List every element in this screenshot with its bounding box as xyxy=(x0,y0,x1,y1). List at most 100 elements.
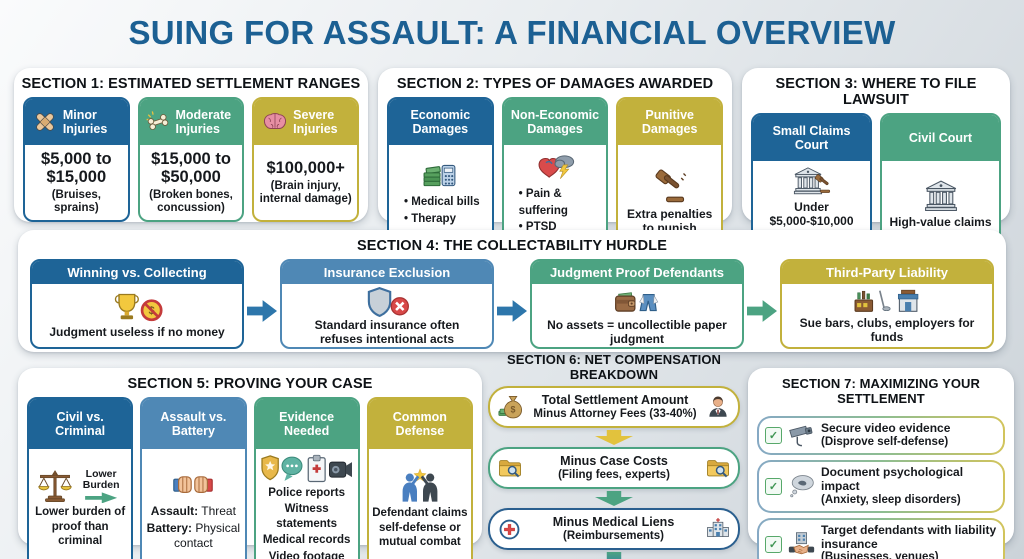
settlement-line2: Minus Attorney Fees (33-40%) xyxy=(533,407,697,420)
video-evidence-note: (Disprove self-defense) xyxy=(821,435,949,448)
moderate-injuries-header: Moderate Injuries xyxy=(139,99,243,145)
evidence-needed-card: Evidence Needed Police reports Witness s… xyxy=(253,397,360,559)
lower-burden-badge: Lower Burden xyxy=(82,468,120,492)
common-defense-header: Common Defense xyxy=(368,399,471,449)
section-7-card: SECTION 7: MAXIMIZING YOUR SETTLEMENT ✓ … xyxy=(748,368,1014,559)
section-1-row: Minor Injuries $5,000 to $15,000 (Bruise… xyxy=(14,97,368,223)
noneconomic-damages-label: Non-Economic Damages xyxy=(510,108,600,136)
trophy-no-money-icon xyxy=(110,291,164,325)
section-4-card: SECTION 4: THE COLLECTABILITY HURDLE Win… xyxy=(18,230,1006,352)
section-5-row: Civil vs. Criminal Lower Burden Lower bu… xyxy=(18,397,482,559)
winning-vs-collecting-header: Winning vs. Collecting xyxy=(32,261,242,284)
moderate-injuries-note: (Broken bones, concussion) xyxy=(149,188,233,215)
arrow-down-icon xyxy=(595,552,633,559)
money-bag-icon xyxy=(498,394,524,420)
evidence-line: Witness statements xyxy=(276,503,337,530)
case-folder-icon xyxy=(498,456,522,480)
thought-bubble-icon xyxy=(788,473,815,500)
cctv-camera-icon xyxy=(788,422,815,449)
gavel-icon xyxy=(651,169,689,205)
assault-vs-battery-card: Assault vs. Battery Assault: Threat Batt… xyxy=(140,397,247,559)
arrow-right-icon xyxy=(497,300,527,322)
arrow-down-icon xyxy=(595,491,633,506)
winning-vs-collecting-box: Winning vs. Collecting Judgment useless … xyxy=(30,259,244,349)
video-evidence-bold: Secure video evidence xyxy=(821,421,951,435)
broken-bone-icon xyxy=(145,109,171,135)
civil-vs-criminal-text: Lower burden of proof than criminal xyxy=(35,506,126,548)
section-6-title: SECTION 6: NET COMPENSATION BREAKDOWN xyxy=(506,352,722,382)
arrow-down-icon xyxy=(595,430,633,445)
minor-injuries-card: Minor Injuries $5,000 to $15,000 (Bruise… xyxy=(23,97,130,223)
judgment-proof-box: Judgment Proof Defendants No assets = un… xyxy=(530,259,744,349)
insurance-exclusion-box: Insurance Exclusion Standard insurance o… xyxy=(280,259,494,349)
common-defense-card: Common Defense Defendant claims self-def… xyxy=(366,397,473,559)
small-claims-header: Small Claims Court xyxy=(753,115,870,161)
case-folder-icon xyxy=(706,456,730,480)
section-6: SECTION 6: NET COMPENSATION BREAKDOWN To… xyxy=(488,350,740,559)
green-arrow-icon xyxy=(85,492,118,504)
civil-vs-criminal-label: Civil vs. Criminal xyxy=(55,410,106,438)
insurance-exclusion-header: Insurance Exclusion xyxy=(282,261,492,284)
video-evidence-item: ✓ Secure video evidence (Disprove self-d… xyxy=(757,416,1005,455)
section-4-title: SECTION 4: THE COLLECTABILITY HURDLE xyxy=(357,238,667,254)
economic-damages-header: Economic Damages xyxy=(389,99,492,145)
liability-insurance-note: (Businesses, venues) xyxy=(821,551,939,559)
severe-injuries-amount: $100,000+ xyxy=(266,159,345,178)
evidence-icons xyxy=(259,454,355,484)
insurance-exclusion-text: Standard insurance often refuses intenti… xyxy=(314,318,460,346)
winning-vs-collecting-text: Judgment useless if no money xyxy=(49,325,225,340)
liability-insurance-item: ✓ Target defendants with liability insur… xyxy=(757,518,1005,559)
moderate-injuries-card: Moderate Injuries $15,000 to $50,000 (Br… xyxy=(137,97,245,223)
medical-liens-step: Minus Medical Liens (Reimbursements) xyxy=(488,508,740,550)
noneconomic-damages-header: Non-Economic Damages xyxy=(503,99,607,145)
moderate-injuries-label: Moderate Injuries xyxy=(175,108,232,136)
minor-injuries-label: Minor Injuries xyxy=(62,108,108,136)
shield-x-icon xyxy=(363,286,411,318)
evidence-line: Video footage xyxy=(268,550,345,559)
attorney-icon xyxy=(706,395,730,419)
noneconomic-bullet: Pain & suffering xyxy=(519,186,604,219)
bar-club-store-icon xyxy=(854,286,920,316)
punitive-damages-header: Punitive Damages xyxy=(618,99,722,145)
psych-impact-item: ✓ Document psychological impact (Anxiety… xyxy=(757,460,1005,513)
civil-vs-criminal-header: Civil vs. Criminal xyxy=(29,399,132,449)
case-costs-line1: Minus Case Costs xyxy=(560,453,668,468)
medical-cross-icon xyxy=(498,518,521,541)
judgment-proof-header: Judgment Proof Defendants xyxy=(532,261,742,284)
evidence-needed-label: Evidence Needed xyxy=(279,410,335,438)
arrow-right-icon xyxy=(247,300,277,322)
empty-wallet-pockets-icon xyxy=(612,286,662,318)
severe-injuries-header: Severe Injuries xyxy=(254,99,358,145)
minor-injuries-note: (Bruises, sprains) xyxy=(51,188,101,215)
evidence-line: Medical records xyxy=(262,534,351,547)
settlement-amount-step: Total Settlement Amount Minus Attorney F… xyxy=(488,386,740,428)
minor-injuries-amount: $5,000 to $15,000 xyxy=(41,150,112,187)
page-title: SUING FOR ASSAULT: A FINANCIAL OVERVIEW xyxy=(128,14,896,51)
assault-term: Assault: xyxy=(150,504,199,519)
section-5-card: SECTION 5: PROVING YOUR CASE Civil vs. C… xyxy=(18,368,482,559)
courthouse-icon xyxy=(923,179,959,213)
medical-liens-line1: Minus Medical Liens xyxy=(552,514,675,529)
assault-vs-battery-label: Assault vs. Battery xyxy=(160,410,227,438)
handshake-building-icon xyxy=(788,531,815,558)
small-claims-label: Small Claims Court xyxy=(772,124,851,152)
economic-bullet: Medical bills xyxy=(404,194,489,211)
evidence-needed-header: Evidence Needed xyxy=(255,399,358,449)
courthouse-gavel-icon xyxy=(792,166,832,198)
liability-insurance-bold: Target defendants with liability insuran… xyxy=(821,522,997,551)
section-4-row: Winning vs. Collecting Judgment useless … xyxy=(18,257,1006,349)
common-defense-text: Defendant claims self-defense or mutual … xyxy=(372,507,468,549)
fists-icon xyxy=(171,466,215,502)
civil-court-header: Civil Court xyxy=(882,115,999,161)
fight-icon xyxy=(399,468,441,504)
third-party-liability-box: Third-Party Liability Sue bars, clubs, e… xyxy=(780,259,994,349)
severe-injuries-note: (Brain injury, internal damage) xyxy=(259,179,352,205)
checkbox-icon: ✓ xyxy=(765,535,782,553)
civil-court-label: Civil Court xyxy=(908,131,973,145)
battery-term: Battery: xyxy=(146,521,193,536)
section-7-title: SECTION 7: MAXIMIZING YOUR SETTLEMENT xyxy=(781,376,981,406)
third-party-liability-header: Third-Party Liability xyxy=(782,261,992,284)
moderate-injuries-amount: $15,000 to $50,000 xyxy=(151,150,231,187)
hospital-icon xyxy=(706,517,730,541)
